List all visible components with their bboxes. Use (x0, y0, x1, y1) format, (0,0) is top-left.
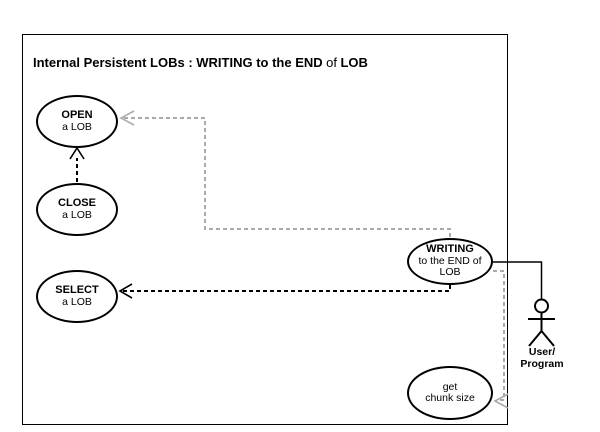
usecase-chunk-label-line1: get (442, 380, 458, 393)
usecase-writing-label-line1: WRITING (426, 243, 474, 256)
usecase-writing-label-line3: LOB (439, 266, 461, 279)
actor-label-line1: User/ (528, 346, 556, 358)
usecase-open-label-line1: OPEN (61, 108, 93, 121)
actor-label-line2: Program (520, 358, 564, 371)
actor-left-leg (528, 330, 543, 347)
usecase-open-a-lob: OPEN a LOB (36, 95, 118, 148)
diagram-title: Internal Persistent LOBs : WRITING to th… (33, 55, 368, 70)
usecase-close-a-lob: CLOSE a LOB (36, 183, 118, 236)
title-of: of (326, 55, 337, 70)
usecase-close-label-line2: a LOB (62, 208, 92, 221)
actor-head (534, 298, 549, 314)
usecase-get-chunk-size: get chunk size (407, 366, 493, 420)
actor-right-leg (540, 330, 555, 347)
usecase-open-label-line2: a LOB (62, 120, 92, 133)
stick-figure-icon (528, 298, 555, 347)
usecase-close-label-line1: CLOSE (58, 196, 96, 209)
usecase-writing-to-end-of-lob: WRITING to the END of LOB (407, 238, 493, 285)
title-prefix: Internal Persistent LOBs : WRITING to th… (33, 55, 323, 70)
usecase-select-a-lob: SELECT a LOB (36, 270, 118, 323)
usecase-chunk-label-line2: chunk size (425, 392, 475, 404)
usecase-select-label-line1: SELECT (55, 283, 99, 296)
usecase-select-label-line2: a LOB (62, 295, 92, 308)
actor-user-program: User/ Program (511, 346, 573, 370)
title-suffix: LOB (340, 55, 368, 70)
usecase-writing-label-line2: to the END of (418, 255, 482, 268)
